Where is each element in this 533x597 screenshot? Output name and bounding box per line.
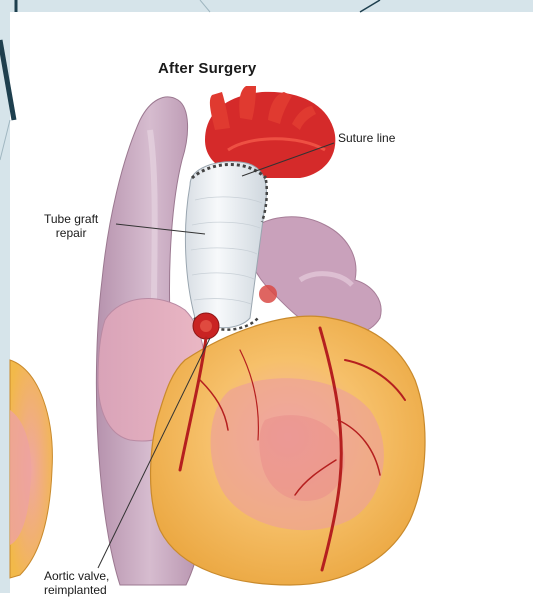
adjacent-heart-fragment bbox=[10, 360, 52, 578]
coronary-button-right bbox=[259, 285, 277, 303]
tube-graft bbox=[185, 162, 266, 328]
suture-line-label: Suture line bbox=[338, 131, 395, 145]
tube-graft-label: Tube graft repair bbox=[44, 212, 98, 240]
diagram-title: After Surgery bbox=[158, 62, 256, 76]
